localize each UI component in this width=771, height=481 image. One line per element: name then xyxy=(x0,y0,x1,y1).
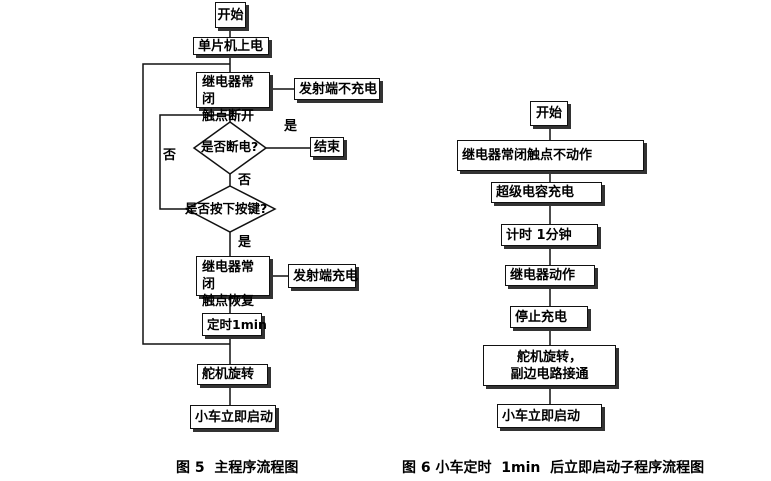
stop-charge-box: 停止充电 xyxy=(510,306,588,328)
power-on-label: 单片机上电 xyxy=(198,38,264,54)
left-servo-box: 舵机旋转 xyxy=(197,364,268,385)
right-car-start-box: 小车立即启动 xyxy=(497,404,602,428)
yes-power-off-label: 是 xyxy=(284,119,298,134)
relay-restore-line-2: 触点恢复 xyxy=(202,294,255,309)
relay-act-box: 继电器动作 xyxy=(505,265,595,286)
decision-power-off-label: 是否断电? xyxy=(201,139,259,154)
left-car-start-label: 小车立即启动 xyxy=(195,409,274,425)
stop-charge-label: 停止充电 xyxy=(515,309,568,325)
yes-key-label: 是 xyxy=(238,235,252,250)
right-start-box: 开始 xyxy=(530,101,568,126)
relay-open-box: 继电器常闭 触点断开 xyxy=(196,72,270,124)
relay-restore-box: 继电器常闭 触点恢复 xyxy=(196,256,270,309)
transmitter-no-charge-box: 发射端不充电 xyxy=(294,78,380,100)
relay-open-line-2: 触点断开 xyxy=(202,109,255,124)
left-start-box: 开始 xyxy=(215,2,246,28)
left-timer-label: 定时1min xyxy=(207,317,267,332)
relay-act-label: 继电器动作 xyxy=(510,268,576,283)
decision-key-label: 是否按下按键? xyxy=(185,201,268,216)
figure-5-caption: 图 5 主程序流程图 xyxy=(176,460,299,476)
no-power-off-label: 否 xyxy=(238,173,252,188)
right-servo-line-1: 舵机旋转， xyxy=(516,349,582,365)
right-servo-box: 舵机旋转， 副边电路接通 xyxy=(483,345,616,386)
right-start-label: 开始 xyxy=(535,106,562,121)
supercap-charge-box: 超级电容充电 xyxy=(491,182,602,203)
loop-connector xyxy=(142,63,230,345)
left-timer-box: 定时1min xyxy=(202,313,267,336)
right-timer-box: 计时 1分钟 xyxy=(501,224,598,246)
supercap-charge-label: 超级电容充电 xyxy=(496,185,575,200)
transmitter-charge-label: 发射端充电 xyxy=(293,268,359,284)
decision-diamond-key xyxy=(184,185,277,233)
left-servo-label: 舵机旋转 xyxy=(202,367,255,382)
relay-open-line-1: 继电器常闭 xyxy=(202,75,255,107)
left-car-start-box: 小车立即启动 xyxy=(190,405,276,429)
right-timer-label: 计时 1分钟 xyxy=(506,227,572,243)
end-box: 结束 xyxy=(310,137,344,157)
right-servo-line-2: 副边电路接通 xyxy=(510,366,589,382)
figure-6-caption: 图 6 小车定时 1min 后立即启动子程序流程图 xyxy=(402,460,705,476)
end-label: 结束 xyxy=(314,139,341,155)
relay-not-act-label: 继电器常闭触点不动作 xyxy=(462,148,593,163)
decision-diamond-power-off xyxy=(192,121,268,175)
transmitter-no-charge-label: 发射端不充电 xyxy=(299,81,378,97)
left-power-on-box: 单片机上电 xyxy=(193,37,269,55)
loop-connector xyxy=(159,114,230,210)
left-start-label: 开始 xyxy=(217,7,244,23)
relay-restore-line-1: 继电器常闭 xyxy=(202,260,255,292)
relay-not-act-box: 继电器常闭触点不动作 xyxy=(457,140,644,171)
transmitter-charge-box: 发射端充电 xyxy=(288,264,359,288)
right-car-start-label: 小车立即启动 xyxy=(502,408,581,424)
no-power-off-loop-label: 否 xyxy=(163,148,177,163)
